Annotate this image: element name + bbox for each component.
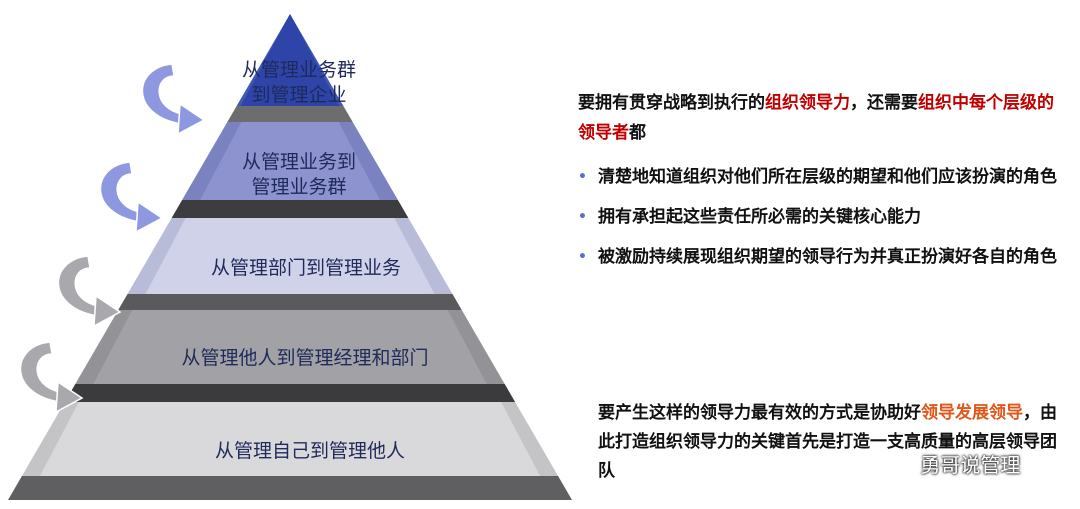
bullet-dot: • <box>578 209 587 225</box>
pyramid-tier-shadow-4 <box>171 200 409 218</box>
intro-highlight-2: 组织中每个层级的领导者 <box>578 93 1054 143</box>
conclusion-highlight: 领导发展领导 <box>921 403 1023 423</box>
intro-part-3: 都 <box>629 123 646 143</box>
curved-arrow-icon <box>57 255 122 328</box>
tier-label-1-line-1: 从管理自己到管理他人 <box>214 440 405 462</box>
bullet-text: 拥有承担起这些责任所必需的关键核心能力 <box>598 207 921 227</box>
leadership-pyramid <box>8 14 572 500</box>
tier-label-1: 从管理自己到管理他人 <box>150 439 470 464</box>
pyramid-tier-face-5 <box>240 14 340 106</box>
bullet-item: • 被激励持续展现组织期望的领导行为并真正扮演好各自的角色 <box>578 242 1068 272</box>
tier-label-4: 从管理业务到 管理业务群 <box>214 150 384 200</box>
bullet-item: • 拥有承担起这些责任所必需的关键核心能力 <box>578 202 1068 232</box>
tier-label-2: 从管理他人到管理经理和部门 <box>130 346 480 371</box>
tier-label-5-line-2: 到管理企业 <box>251 84 347 106</box>
wechat-icon <box>888 454 914 475</box>
bullet-text: 清楚地知道组织对他们所在层级的期望和他们应该扮演的角色 <box>598 167 1057 187</box>
tier-label-4-line-2: 管理业务群 <box>251 176 347 198</box>
tier-label-4-line-1: 从管理业务到 <box>241 151 356 173</box>
conclusion-part-1: 要产生这样的领导力最有效的方式是协助好 <box>598 403 921 423</box>
pyramid-tier-shadow-3 <box>118 294 462 310</box>
pyramid-tier-shadow-5 <box>227 106 353 122</box>
curved-arrow-icon <box>19 341 84 414</box>
bullet-text: 被激励持续展现组织期望的领导行为并真正扮演好各自的角色 <box>598 247 1057 267</box>
pyramid-tier-face-1 <box>39 402 541 476</box>
bullet-dot: • <box>578 169 587 185</box>
curved-arrow-icon <box>99 161 164 234</box>
tier-label-5: 从管理业务群 到管理企业 <box>214 58 384 108</box>
pyramid-tier-face-4 <box>200 122 380 200</box>
watermark-text: 勇哥说管理 <box>920 453 1021 477</box>
intro-part-1: 要拥有贯穿战略到执行的 <box>578 93 765 113</box>
tier-label-3-line-1: 从管理部门到管理业务 <box>210 257 401 279</box>
intro-part-2: ，还需要 <box>850 93 918 113</box>
tier-label-3: 从管理部门到管理业务 <box>166 256 446 281</box>
watermark: 勇哥说管理 <box>888 449 1020 478</box>
explanation-panel: 要拥有贯穿战略到执行的组织领导力，还需要组织中每个层级的领导者都 • 清楚地知道… <box>578 88 1068 272</box>
curved-arrow-icon <box>141 63 206 136</box>
tier-label-5-line-1: 从管理业务群 <box>241 59 356 81</box>
pyramid-tier-face-2 <box>93 310 487 384</box>
intro-text: 要拥有贯穿战略到执行的组织领导力，还需要组织中每个层级的领导者都 <box>578 88 1068 148</box>
tier-label-2-line-1: 从管理他人到管理经理和部门 <box>181 347 429 369</box>
conclusion-text: 要产生这样的领导力最有效的方式是协助好领导发展领导，由此打造组织领导力的关键首先… <box>598 399 1068 486</box>
intro-highlight-1: 组织领导力 <box>765 93 850 113</box>
pyramid-tier-face-3 <box>145 218 435 294</box>
bullet-item: • 清楚地知道组织对他们所在层级的期望和他们应该扮演的角色 <box>578 162 1068 192</box>
conclusion-part-2: ，由此打造组织领导力的关键首先是打造一支高质量的高层领导团队 <box>598 403 1057 481</box>
bullet-dot: • <box>578 249 587 265</box>
pyramid-tier-shadow-2 <box>64 384 516 402</box>
pyramid-tier-shadow-1 <box>8 476 572 500</box>
